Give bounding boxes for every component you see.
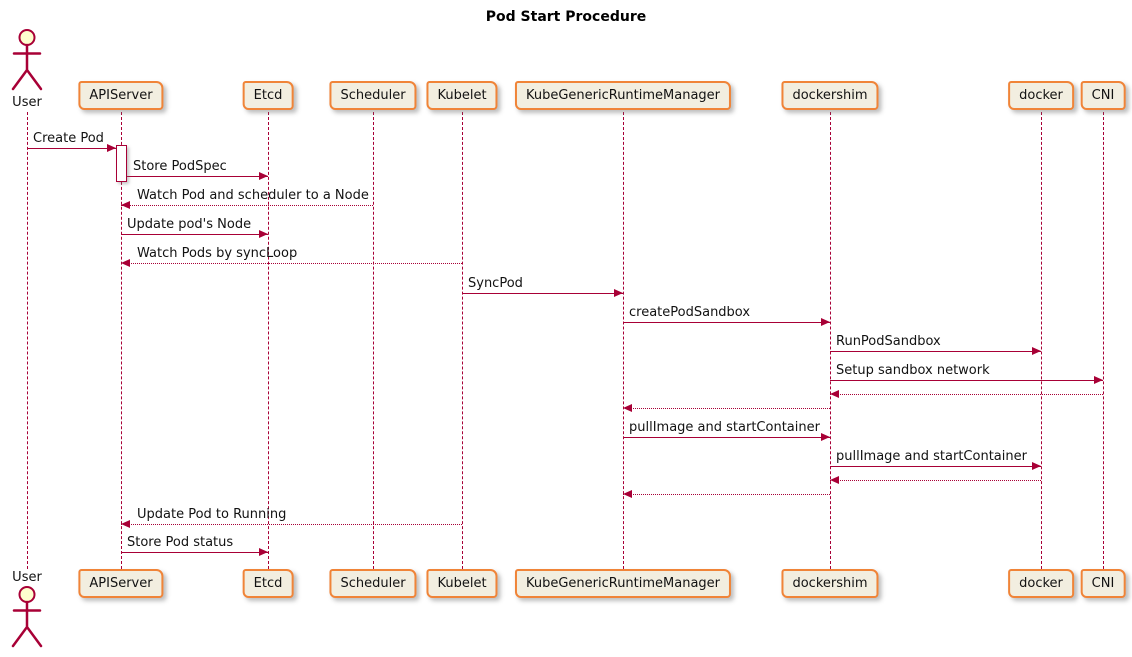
message-label-12: pullImage and startContainer xyxy=(836,449,1027,464)
activation-bar xyxy=(116,145,127,182)
message-label-11: pullImage and startContainer xyxy=(629,420,820,435)
message-line-13 xyxy=(830,480,1041,481)
lifeline-etcd xyxy=(268,112,269,569)
participant-scheduler-top: Scheduler xyxy=(329,81,417,110)
message-label-8: Setup sandbox network xyxy=(836,363,990,378)
message-line-12 xyxy=(830,466,1041,467)
message-line-2 xyxy=(121,205,373,206)
stick-figure-icon xyxy=(11,586,43,648)
lifeline-cni xyxy=(1103,112,1104,569)
actor-label-user-bottom: User xyxy=(12,570,42,585)
message-line-15 xyxy=(121,524,462,525)
message-label-4: Watch Pods by syncLoop xyxy=(137,246,298,261)
arrowhead-icon xyxy=(121,259,130,267)
participant-scheduler-bottom: Scheduler xyxy=(329,569,417,598)
message-line-7 xyxy=(830,351,1041,352)
participant-dockershim-top: dockershim xyxy=(781,81,879,110)
arrowhead-icon xyxy=(830,390,839,398)
actor-label-user-top: User xyxy=(12,95,42,110)
participant-cni-top: CNI xyxy=(1080,81,1126,110)
participant-kubegenericruntimemanager-bottom: KubeGenericRuntimeManager xyxy=(514,569,732,598)
lifeline-kubegenericruntimemanager xyxy=(623,112,624,569)
lifeline-dockershim xyxy=(830,112,831,569)
message-line-4 xyxy=(121,263,462,264)
participant-kubegenericruntimemanager-top: KubeGenericRuntimeManager xyxy=(514,81,732,110)
lifeline-user xyxy=(27,112,28,569)
arrowhead-icon xyxy=(1094,376,1103,384)
participant-kubelet-bottom: Kubelet xyxy=(426,569,498,598)
message-line-3 xyxy=(121,234,268,235)
message-line-0 xyxy=(27,148,116,149)
actor-figure-user-bottom xyxy=(9,585,45,651)
participant-apiserver-top: APIServer xyxy=(78,81,164,110)
participant-cni-bottom: CNI xyxy=(1080,569,1126,598)
participant-apiserver-bottom: APIServer xyxy=(78,569,164,598)
arrowhead-icon xyxy=(623,490,632,498)
lifeline-apiserver xyxy=(121,112,122,569)
actor-figure-user xyxy=(9,28,45,94)
lifeline-kubelet xyxy=(462,112,463,569)
message-line-16 xyxy=(121,552,268,553)
arrowhead-icon xyxy=(821,318,830,326)
lifeline-docker xyxy=(1041,112,1042,569)
message-line-8 xyxy=(830,380,1103,381)
participant-docker-top: docker xyxy=(1008,81,1074,110)
message-label-15: Update Pod to Running xyxy=(137,507,287,522)
participant-docker-bottom: docker xyxy=(1008,569,1074,598)
arrowhead-icon xyxy=(1032,462,1041,470)
stick-figure-icon xyxy=(11,29,43,91)
message-label-2: Watch Pod and scheduler to a Node xyxy=(137,188,369,203)
arrowhead-icon xyxy=(623,404,632,412)
arrowhead-icon xyxy=(830,476,839,484)
arrowhead-icon xyxy=(121,520,130,528)
message-line-5 xyxy=(462,293,623,294)
message-label-7: RunPodSandbox xyxy=(836,334,941,349)
diagram-title: Pod Start Procedure xyxy=(485,9,647,25)
message-label-6: createPodSandbox xyxy=(629,305,751,320)
message-label-16: Store Pod status xyxy=(127,535,234,550)
message-label-3: Update pod's Node xyxy=(127,217,252,232)
arrowhead-icon xyxy=(259,548,268,556)
participant-kubelet-top: Kubelet xyxy=(426,81,498,110)
arrowhead-icon xyxy=(259,230,268,238)
message-line-6 xyxy=(623,322,830,323)
message-line-10 xyxy=(623,408,830,409)
participant-etcd-top: Etcd xyxy=(242,81,294,110)
arrowhead-icon xyxy=(1032,347,1041,355)
message-line-11 xyxy=(623,437,830,438)
arrowhead-icon xyxy=(121,201,130,209)
lifeline-scheduler xyxy=(373,112,374,569)
message-line-9 xyxy=(830,394,1103,395)
arrowhead-icon xyxy=(259,172,268,180)
message-label-5: SyncPod xyxy=(468,276,523,291)
message-label-0: Create Pod xyxy=(33,131,104,146)
arrowhead-icon xyxy=(614,289,623,297)
message-label-1: Store PodSpec xyxy=(133,159,227,174)
message-line-1 xyxy=(127,176,268,177)
message-line-14 xyxy=(623,494,830,495)
arrowhead-icon xyxy=(107,144,116,152)
participant-dockershim-bottom: dockershim xyxy=(781,569,879,598)
arrowhead-icon xyxy=(821,433,830,441)
participant-etcd-bottom: Etcd xyxy=(242,569,294,598)
